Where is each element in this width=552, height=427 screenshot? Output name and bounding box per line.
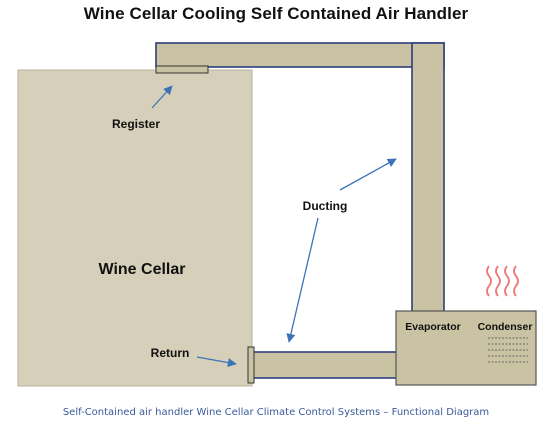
supply-duct-top bbox=[155, 42, 445, 68]
heat-waves-icon bbox=[486, 265, 519, 297]
condenser-label: Condenser bbox=[478, 321, 533, 333]
evaporator-label: Evaporator bbox=[405, 321, 460, 333]
condenser-vent-lines bbox=[488, 337, 528, 363]
return-duct bbox=[251, 351, 401, 379]
wine-cellar-room bbox=[17, 69, 253, 387]
register-grille bbox=[155, 65, 209, 74]
ducting-arrow-down bbox=[286, 217, 319, 343]
diagram-caption: Self-Contained air handler Wine Cellar C… bbox=[62, 407, 490, 418]
return-label: Return bbox=[151, 346, 190, 360]
return-grille bbox=[247, 346, 255, 384]
return-arrow bbox=[196, 356, 237, 368]
register-arrow bbox=[151, 85, 173, 109]
supply-duct-vertical bbox=[411, 42, 445, 314]
air-handler-unit bbox=[395, 310, 537, 386]
ducting-arrow-up bbox=[339, 158, 397, 191]
wine-cellar-label: Wine Cellar bbox=[99, 261, 186, 278]
register-label: Register bbox=[112, 117, 160, 131]
ducting-label: Ducting bbox=[303, 199, 348, 213]
diagram-title: Wine Cellar Cooling Self Contained Air H… bbox=[83, 4, 469, 23]
